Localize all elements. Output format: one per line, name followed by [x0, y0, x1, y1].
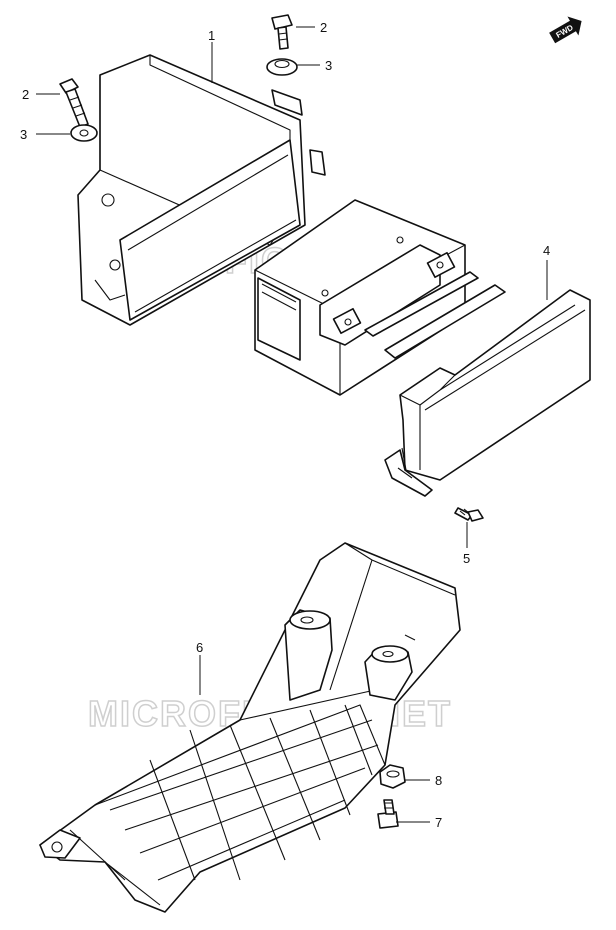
bolt-lower — [377, 799, 399, 829]
callout-1: 1 — [208, 28, 215, 43]
callout-2-left: 2 — [22, 87, 29, 102]
battery-cover — [384, 289, 591, 497]
callout-7: 7 — [435, 815, 442, 830]
grommet-top — [266, 58, 298, 76]
skid-plate — [39, 542, 461, 913]
fwd-arrow-icon: FWD — [549, 16, 582, 44]
battery-holder — [77, 54, 326, 326]
callout-6: 6 — [196, 640, 203, 655]
callout-3-top: 3 — [325, 58, 332, 73]
callout-3-left: 3 — [20, 127, 27, 142]
screw — [454, 507, 484, 522]
washer-upper-left — [70, 124, 98, 142]
bolt-top — [271, 14, 293, 50]
battery — [254, 199, 506, 396]
callout-2-top: 2 — [320, 20, 327, 35]
skid-plate-grid — [109, 704, 379, 881]
callout-5: 5 — [463, 551, 470, 566]
callout-4: 4 — [543, 243, 550, 258]
callout-8: 8 — [435, 773, 442, 788]
bolt-upper-left — [59, 78, 89, 128]
nut — [379, 764, 406, 789]
leader-lines — [36, 26, 548, 823]
